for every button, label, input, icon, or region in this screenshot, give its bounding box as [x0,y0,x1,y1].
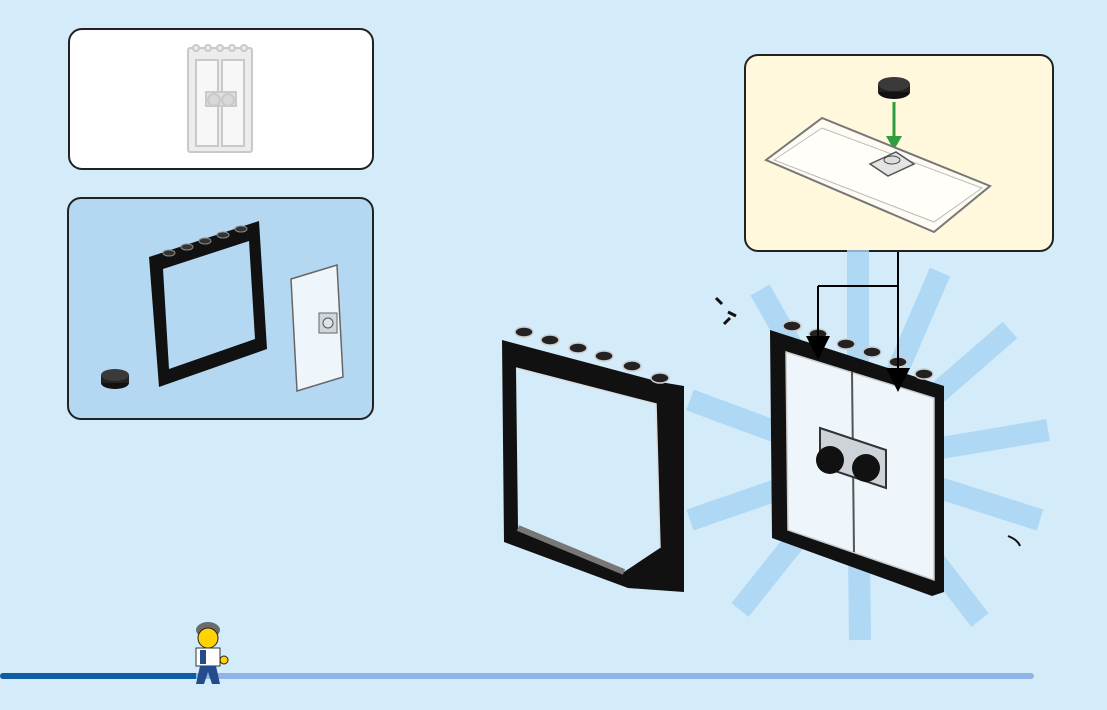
door-frame-icon [502,327,684,592]
assembly-stage [0,0,1107,670]
minifigure-worker-icon [186,620,230,688]
progress-bar [0,670,1034,680]
progress-fill [0,673,196,679]
